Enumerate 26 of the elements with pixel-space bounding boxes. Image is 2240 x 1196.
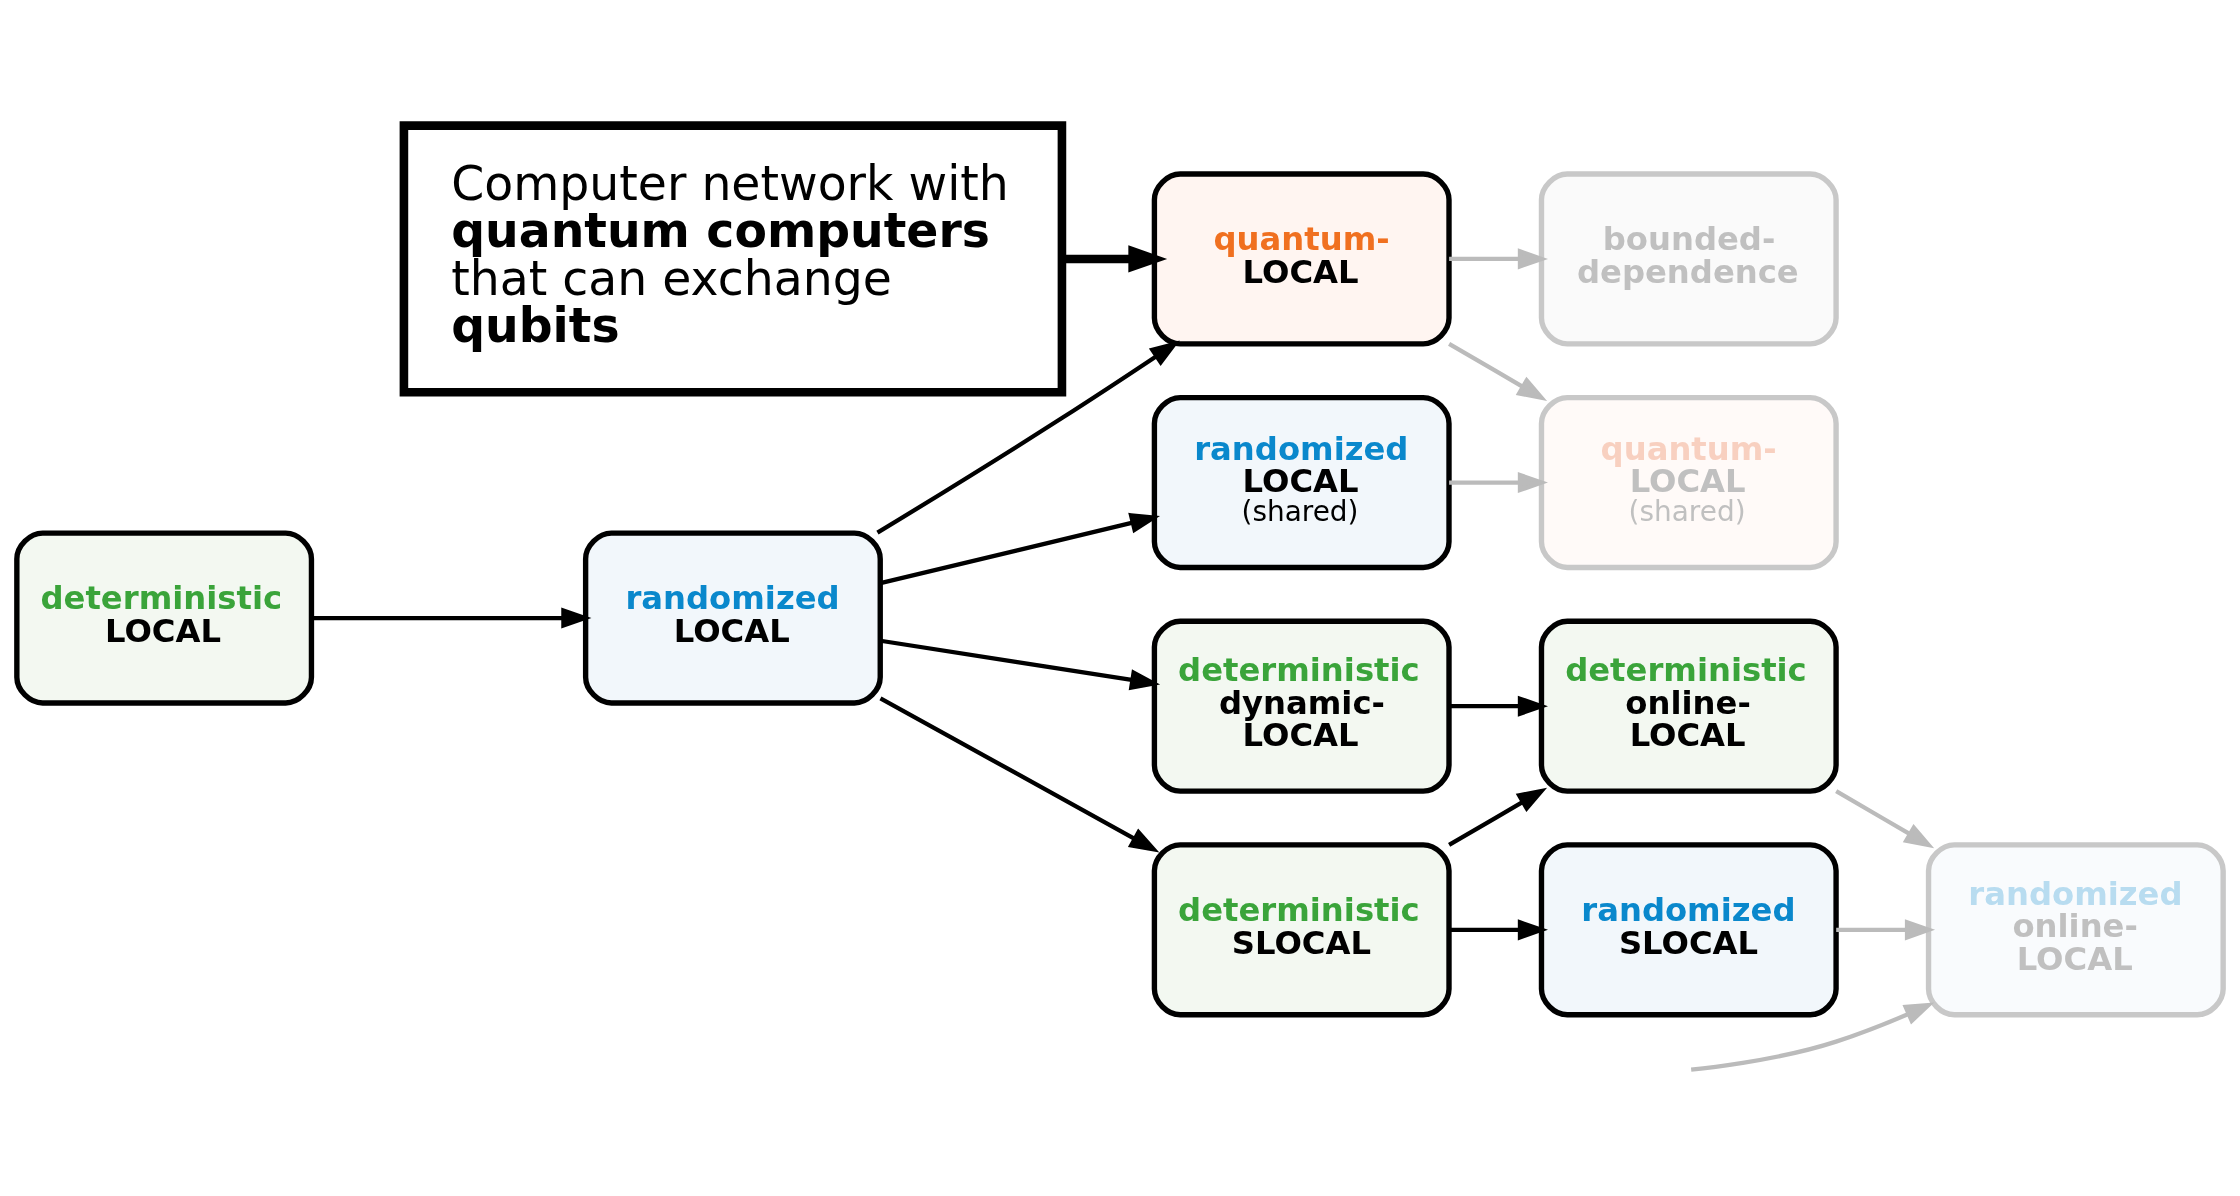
node-box: deterministic online- LOCAL xyxy=(1538,618,1839,794)
node-box: deterministic SLOCAL xyxy=(1151,842,1452,1018)
node-box: deterministic dynamic- LOCAL xyxy=(1151,618,1452,794)
arrow xyxy=(876,340,1180,535)
arrow xyxy=(1449,472,1548,494)
node-box: randomized SLOCAL xyxy=(1538,842,1839,1018)
arrow xyxy=(880,638,1161,691)
node-box: Computer network with quantum computers that can exchange qubits xyxy=(399,121,1067,397)
arrow xyxy=(1836,919,1936,941)
node-box: bounded- dependence xyxy=(1538,171,1839,347)
node-box: randomized LOCAL (shared) xyxy=(1151,394,1452,571)
arrow xyxy=(1449,919,1548,941)
arrow xyxy=(1448,341,1548,402)
node-box: quantum- LOCAL xyxy=(1151,171,1452,347)
node-box: randomized online- LOCAL xyxy=(1925,842,2226,1018)
arrow xyxy=(1690,1002,1935,1072)
arrow xyxy=(1835,789,1935,849)
node-box: quantum- LOCAL (shared) xyxy=(1538,394,1839,571)
arrow xyxy=(1448,787,1548,847)
arrow xyxy=(879,696,1160,853)
node-box: randomized LOCAL xyxy=(582,530,883,706)
arrow xyxy=(1449,248,1548,270)
arrow xyxy=(1449,695,1548,717)
node-box: deterministic LOCAL xyxy=(14,530,315,706)
arrow xyxy=(311,607,592,629)
arrow xyxy=(879,512,1161,586)
